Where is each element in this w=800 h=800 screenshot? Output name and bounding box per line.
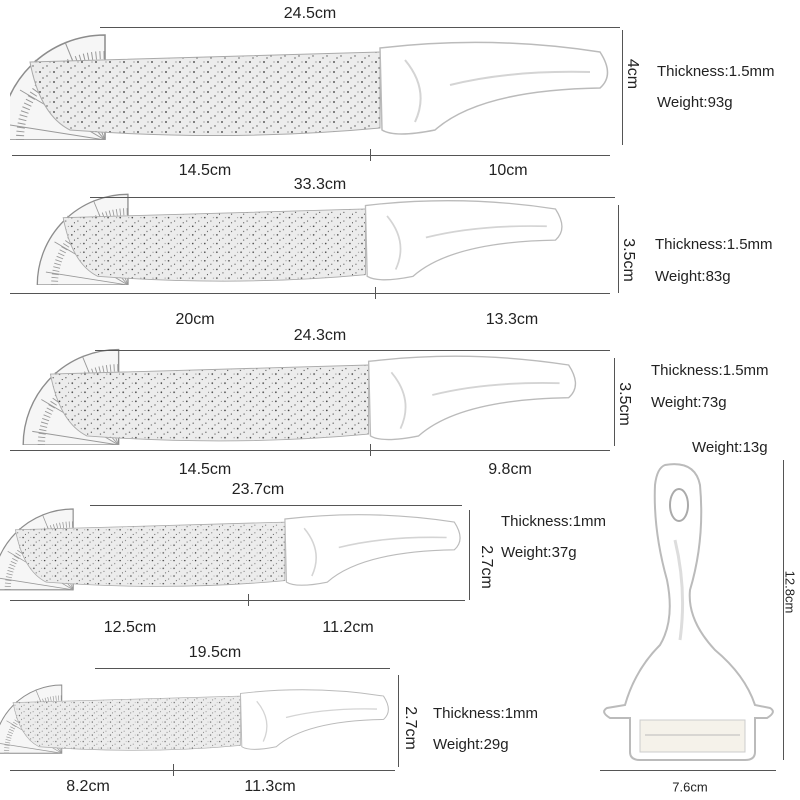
knife-1-weight: Weight:93g bbox=[657, 94, 733, 111]
dimension-line bbox=[469, 510, 470, 600]
knife-5-width: 2.7cm bbox=[402, 706, 419, 750]
knife-2-weight: Weight:83g bbox=[655, 268, 731, 285]
dimension-line bbox=[90, 197, 615, 198]
dimension-line bbox=[100, 27, 620, 28]
knife-2-width: 3.5cm bbox=[620, 238, 637, 282]
peeler-image bbox=[603, 463, 774, 761]
knife-1-total-length: 24.5cm bbox=[283, 5, 337, 22]
knife-2-blade-length: 20cm bbox=[175, 311, 215, 328]
dimension-line bbox=[600, 770, 776, 771]
peeler-height: 12.8cm bbox=[782, 570, 798, 614]
knife-1-blade-length: 14.5cm bbox=[178, 162, 232, 179]
dimension-line bbox=[783, 460, 784, 760]
knife-3-thickness: Thickness:1.5mm bbox=[651, 362, 769, 379]
knife-3-weight: Weight:73g bbox=[651, 394, 727, 411]
dimension-tick bbox=[375, 287, 376, 299]
knife-1-image bbox=[10, 30, 610, 140]
knife-5-handle-length: 11.3cm bbox=[244, 778, 296, 795]
dimension-line bbox=[90, 505, 462, 506]
knife-2-image bbox=[0, 190, 610, 285]
knife-5-image bbox=[0, 670, 390, 765]
dimension-line bbox=[622, 30, 623, 145]
knife-2-thickness: Thickness:1.5mm bbox=[655, 236, 773, 253]
knife-2-total-length: 33.3cm bbox=[293, 176, 347, 193]
peeler-weight: Weight:13g bbox=[692, 439, 768, 456]
dimension-line bbox=[12, 155, 610, 156]
dimension-line bbox=[614, 358, 615, 446]
knife-3-width: 3.5cm bbox=[616, 382, 633, 426]
knife-4-image bbox=[0, 500, 462, 595]
dimension-line bbox=[95, 350, 610, 351]
dimension-line bbox=[10, 600, 465, 601]
dimension-line bbox=[95, 668, 390, 669]
dimension-line bbox=[10, 450, 610, 451]
dimension-tick bbox=[370, 444, 371, 456]
knife-4-blade-length: 12.5cm bbox=[103, 619, 157, 636]
knife-4-thickness: Thickness:1mm bbox=[501, 513, 607, 530]
knife-1-width: 4cm bbox=[624, 58, 641, 90]
dimension-tick bbox=[173, 764, 174, 776]
dimension-tick bbox=[248, 594, 249, 606]
knife-5-weight: Weight:29g bbox=[433, 736, 509, 753]
peeler-width: 7.6cm bbox=[672, 779, 708, 795]
knife-4-width: 2.7cm bbox=[478, 545, 495, 589]
knife-4-total-length: 23.7cm bbox=[231, 481, 285, 498]
knife-4-handle-length: 11.2cm bbox=[322, 619, 374, 636]
dimension-tick bbox=[370, 149, 371, 161]
knife-3-image bbox=[0, 345, 610, 445]
knife-2-handle-length: 13.3cm bbox=[485, 311, 539, 328]
knife-1-thickness: Thickness:1.5mm bbox=[657, 63, 775, 80]
knife-1-handle-length: 10cm bbox=[488, 162, 528, 179]
dimension-line bbox=[398, 675, 399, 767]
knife-5-blade-length: 8.2cm bbox=[66, 778, 110, 795]
knife-4-weight: Weight:37g bbox=[501, 544, 577, 561]
knife-5-thickness: Thickness:1mm bbox=[433, 705, 539, 722]
dimension-line bbox=[618, 205, 619, 293]
knife-3-blade-length: 14.5cm bbox=[178, 461, 232, 478]
knife-5-total-length: 19.5cm bbox=[188, 644, 242, 661]
dimension-line bbox=[10, 770, 395, 771]
knife-3-total-length: 24.3cm bbox=[293, 327, 347, 344]
dimension-line bbox=[10, 293, 610, 294]
knife-3-handle-length: 9.8cm bbox=[488, 461, 532, 478]
